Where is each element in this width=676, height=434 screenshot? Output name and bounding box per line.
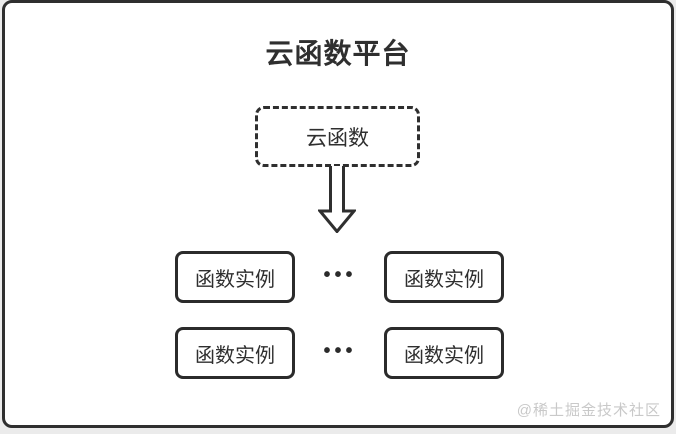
function-instance-label: 函数实例 [404, 268, 484, 291]
function-instance-node: 函数实例 [175, 327, 295, 379]
diagram-title: 云函数平台 [265, 38, 411, 69]
function-instance-label: 函数实例 [404, 344, 484, 367]
down-arrow-icon [318, 166, 356, 233]
cloud-function-node: 云函数 [255, 106, 420, 167]
ellipsis-dots: ••• [323, 339, 357, 362]
function-instance-node: 函数实例 [175, 251, 295, 303]
watermark: @稀土掘金技术社区 [516, 402, 661, 419]
cloud-function-label: 云函数 [306, 126, 369, 150]
function-instance-label: 函数实例 [195, 268, 275, 291]
function-instance-label: 函数实例 [195, 344, 275, 367]
function-instance-node: 函数实例 [384, 251, 504, 303]
function-instance-node: 函数实例 [384, 327, 504, 379]
ellipsis-dots: ••• [323, 263, 357, 286]
